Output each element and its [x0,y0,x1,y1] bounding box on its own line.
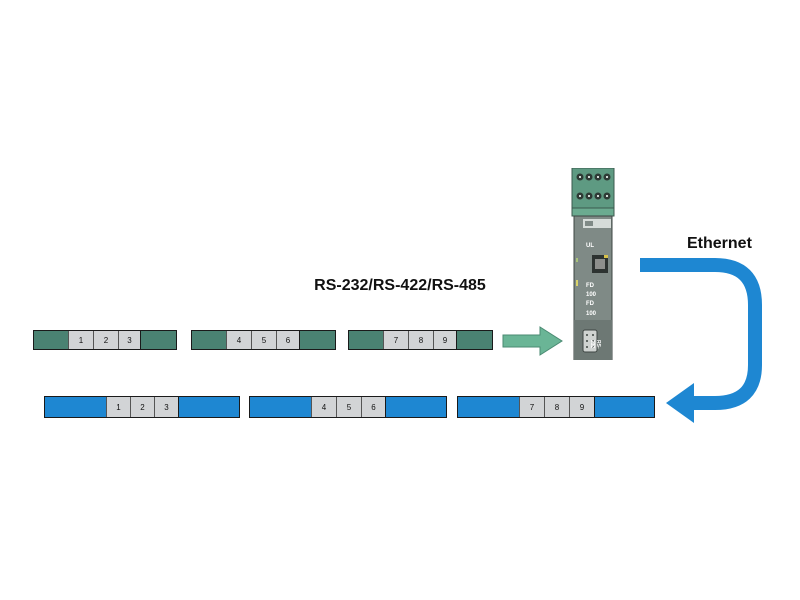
strip-cell: 8 [408,331,433,349]
strip-cell: 5 [251,331,276,349]
strip-cell: 3 [154,397,178,417]
strip-cell: 8 [544,397,569,417]
strip-end-right [299,331,335,349]
strip-cell: 9 [569,397,594,417]
strip-cell: 4 [311,397,336,417]
device-indicator-fd-2: FD [586,301,594,307]
bus-label: RS-232/RS-422/RS-485 [314,277,486,294]
strip-cell: 2 [130,397,154,417]
bottom-strip-3: 7 8 9 [457,396,655,418]
gateway-device: UL FD 100 FD 100 RS-232 [570,167,616,361]
strip-cell: 2 [93,331,118,349]
strip-end-left [349,331,383,349]
device-port-label: RS-232 [589,340,601,349]
device-indicator-fd: FD [586,283,594,289]
ethernet-arrow [640,258,762,423]
strip-cell: 3 [118,331,140,349]
strip-cell: 4 [226,331,251,349]
bottom-strip-1: 1 2 3 [44,396,240,418]
serial-arrow [502,326,563,356]
strip-end-left [250,397,311,417]
device-indicator-ul: UL [586,243,594,249]
device-indicator-100-2: 100 [586,311,597,317]
strip-end-left [458,397,519,417]
strip-cell: 6 [361,397,385,417]
strip-cell: 1 [106,397,130,417]
strip-end-left [34,331,68,349]
strip-end-right [178,397,239,417]
strip-end-left [192,331,226,349]
strip-cell: 7 [383,331,408,349]
top-strip-2: 4 5 6 [191,330,336,350]
strip-cell: 1 [68,331,93,349]
top-strip-3: 7 8 9 [348,330,493,350]
strip-end-right [456,331,492,349]
gateway-device-graphic [571,167,615,361]
strip-cell: 7 [519,397,544,417]
bottom-strip-2: 4 5 6 [249,396,447,418]
strip-end-right [140,331,176,349]
strip-end-left [45,397,106,417]
device-indicator-100: 100 [586,292,597,298]
top-strip-1: 1 2 3 [33,330,177,350]
strip-cell: 6 [276,331,299,349]
ethernet-label: Ethernet [687,235,752,252]
strip-end-right [594,397,654,417]
strip-cell: 9 [433,331,456,349]
strip-end-right [385,397,446,417]
strip-cell: 5 [336,397,361,417]
